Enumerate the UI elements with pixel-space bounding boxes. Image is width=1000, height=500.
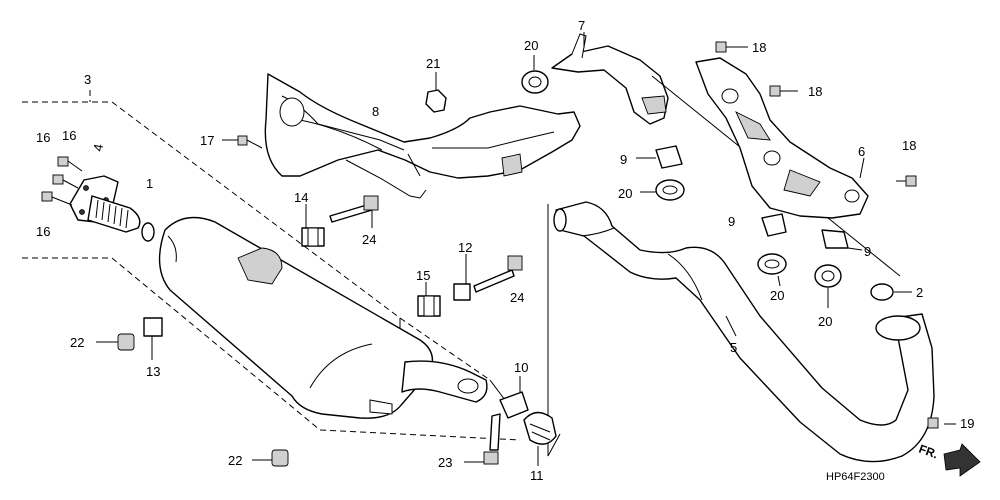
nut-22-left (96, 333, 135, 351)
exhaust-pipe-5 (547, 201, 956, 463)
rubber-20-lower-left (757, 253, 787, 287)
band-9-lower-left (761, 213, 787, 237)
callout-22a: 22 (70, 335, 84, 350)
band-9-lower-right (821, 229, 863, 251)
callout-labels: 3 4 16 16 16 1 17 8 21 20 7 18 18 18 9 2… (36, 18, 974, 483)
callout-1: 1 (146, 176, 153, 191)
collar-12 (453, 254, 471, 301)
band-10 (499, 376, 529, 419)
callout-2: 2 (916, 285, 923, 300)
damper-rubber-20-top (521, 55, 549, 94)
rubber-20-lower-right (814, 264, 842, 308)
bolts-18 (715, 41, 917, 187)
muffler-body (158, 216, 488, 419)
muffler-assembly-group-lines (22, 90, 521, 441)
callout-11: 11 (530, 468, 544, 483)
callout-8: 8 (372, 104, 379, 119)
front-direction-arrow: FR. (917, 442, 981, 477)
callout-18b: 18 (808, 84, 822, 99)
pipe-protector-6 (695, 57, 869, 219)
callout-9c: 9 (864, 244, 871, 259)
callout-20c: 20 (770, 288, 784, 303)
callout-7: 7 (578, 18, 585, 33)
clip-21 (425, 72, 447, 113)
callout-16b: 16 (36, 130, 50, 145)
gasket-2 (870, 283, 894, 301)
spark-arrestor (69, 175, 141, 233)
callout-24b: 24 (510, 290, 524, 305)
callout-20b: 20 (618, 186, 632, 201)
heat-shield-8 (264, 73, 581, 199)
band-9-upper (636, 145, 683, 169)
callout-18a: 18 (752, 40, 766, 55)
callout-20a: 20 (524, 38, 538, 53)
o-ring (141, 222, 155, 242)
callout-19: 19 (960, 416, 974, 431)
gasket-11 (523, 411, 557, 466)
callout-16a: 16 (62, 128, 76, 143)
callout-6: 6 (858, 144, 865, 159)
callout-15: 15 (416, 268, 430, 283)
callout-21: 21 (426, 56, 440, 71)
bolts-16 (41, 156, 83, 206)
drawing-code: HP64F2300 (826, 471, 885, 483)
callout-3: 3 (84, 72, 91, 87)
callout-10: 10 (514, 360, 528, 375)
callout-4: 4 (90, 143, 106, 153)
bolt-17 (222, 135, 263, 149)
bolt-24-middle (473, 255, 523, 293)
collar-15 (417, 282, 441, 317)
callout-9b: 9 (728, 214, 735, 229)
callout-23: 23 (438, 455, 452, 470)
callout-20d: 20 (818, 314, 832, 329)
callout-17: 17 (200, 133, 214, 148)
callout-24a: 24 (362, 232, 376, 247)
nut-22-bottom (252, 449, 289, 467)
callout-12: 12 (458, 240, 472, 255)
collar-13 (143, 317, 163, 360)
bolt-23 (464, 413, 501, 465)
front-direction-label: FR. (917, 442, 940, 462)
collar-14 (301, 204, 325, 247)
callout-18c: 18 (902, 138, 916, 153)
callout-13: 13 (146, 364, 160, 379)
heat-guard-7 (551, 32, 901, 277)
callout-22b: 22 (228, 453, 242, 468)
callout-5: 5 (730, 340, 737, 355)
rubber-20-mid (640, 179, 685, 201)
callout-16c: 16 (36, 224, 50, 239)
bolt-24-upper (329, 195, 379, 228)
callout-9a: 9 (620, 152, 627, 167)
callout-14: 14 (294, 190, 308, 205)
